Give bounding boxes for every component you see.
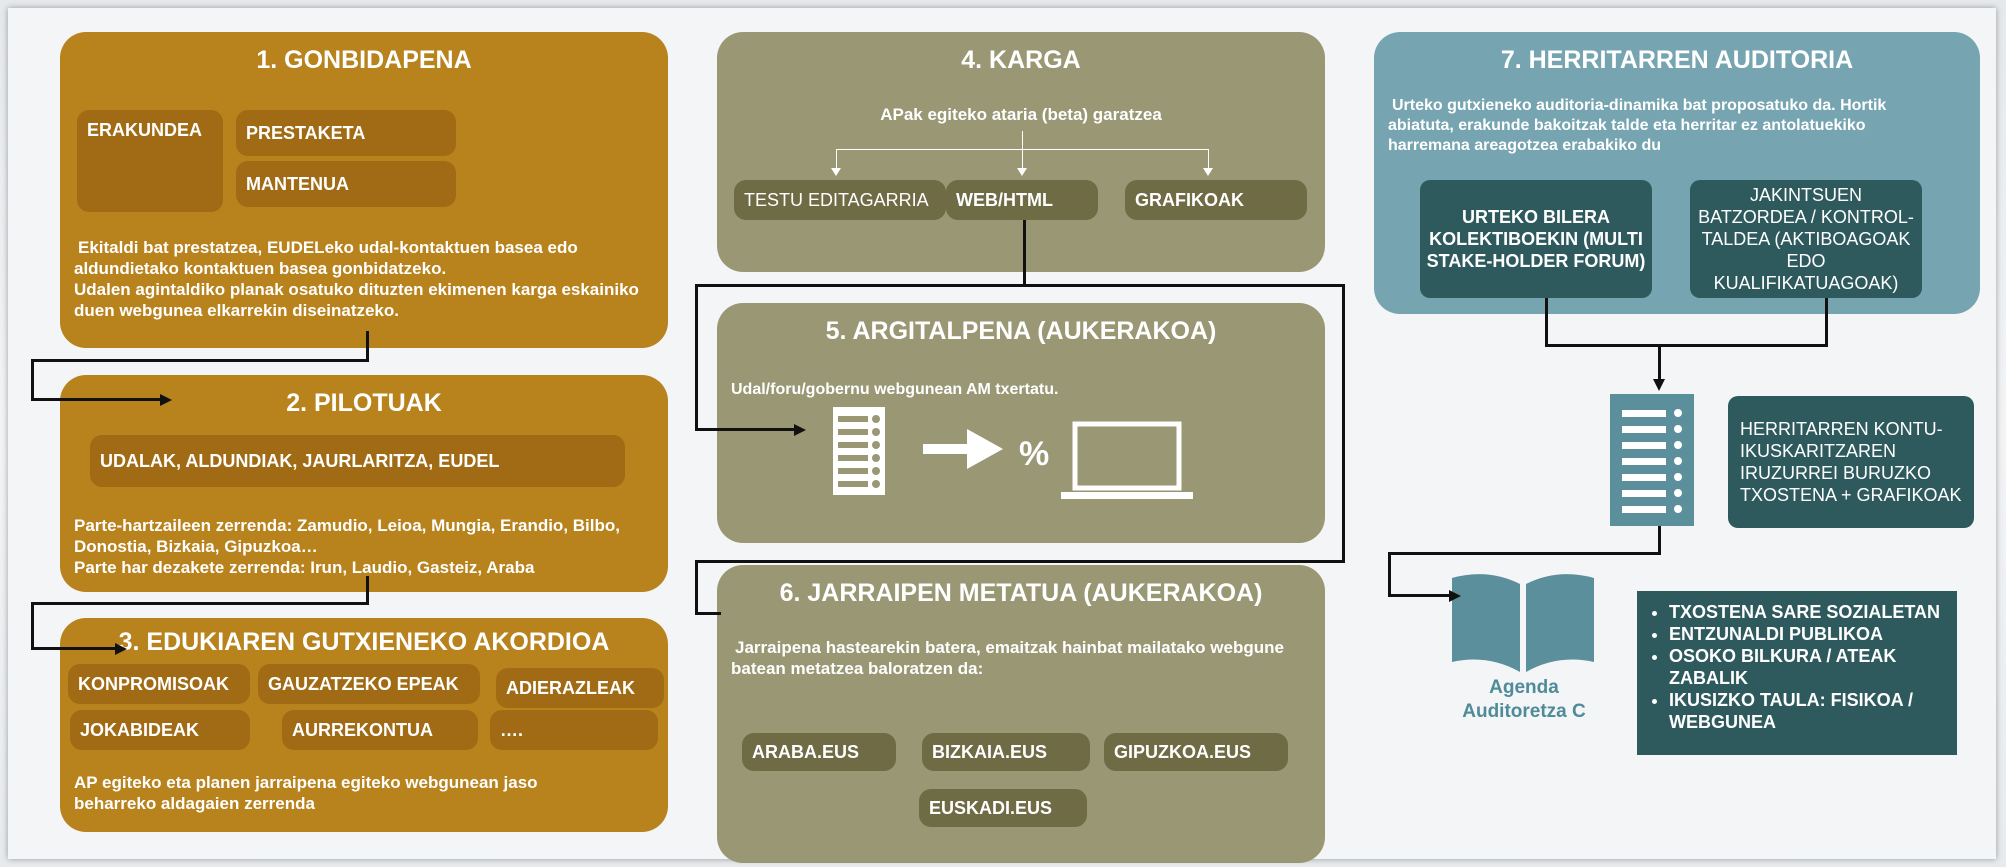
agenda-line-1: Agenda (1489, 677, 1559, 698)
ellipsis-pill: …. (490, 710, 658, 750)
connector-line (1658, 344, 1661, 380)
erakundea-label: ERAKUNDEA (87, 120, 203, 140)
bullet-item: IKUSIZKO TAULA: FISIKOA / WEBGUNEA (1669, 689, 1947, 733)
connector-line (1388, 552, 1661, 555)
grafikoak-pill: GRAFIKOAK (1125, 180, 1307, 220)
jokabideak-pill: JOKABIDEAK (70, 710, 250, 750)
connector-arrowhead (1449, 590, 1461, 602)
checklist-icon (1610, 394, 1694, 526)
jakintsuen-batzordea-box: JAKINTSUEN BATZORDEA / KONTROL-TALDEA (A… (1690, 180, 1922, 298)
connector-line (31, 647, 117, 650)
connector-line (366, 576, 369, 604)
laptop-icon (1061, 421, 1193, 499)
panel-description: Urteko gutxieneko auditoria-dinamika bat… (1388, 97, 1887, 154)
connector-line (366, 331, 369, 361)
connector-line (31, 359, 34, 400)
document-list-icon (833, 407, 885, 495)
connector-line (1388, 594, 1450, 597)
panel-title: 7. HERRITARREN AUDITORIA (1500, 46, 1854, 74)
panel-argitalpena: 5. ARGITALPENA (AUKERAKOA) Udal/foru/gob… (717, 303, 1325, 543)
bullet-item: OSOKO BILKURA / ATEAK ZABALIK (1669, 645, 1947, 689)
aurrekontua-pill: AURREKONTUA (282, 710, 478, 750)
bullet-list: TXOSTENA SARE SOZIALETAN ENTZUNALDI PUBL… (1651, 601, 1947, 733)
site-pill-bizkaia: BIZKAIA.EUS (922, 733, 1090, 771)
connector-line (1545, 298, 1548, 346)
entities-pill: UDALAK, ALDUNDIAK, JAURLARITZA, EUDEL (90, 435, 625, 487)
site-pill-euskadi: EUSKADI.EUS (919, 789, 1087, 827)
connector-arrowhead (1653, 379, 1665, 391)
urteko-bilera-box: URTEKO BILERA KOLEKTIBOEKIN (MULTI STAKE… (1420, 180, 1652, 298)
bullet-item: TXOSTENA SARE SOZIALETAN (1669, 601, 1947, 623)
connector-line (695, 284, 698, 430)
connector-line (31, 602, 369, 605)
bullet-item: ENTZUNALDI PUBLIKOA (1669, 623, 1947, 645)
dissemination-bullets: TXOSTENA SARE SOZIALETAN ENTZUNALDI PUBL… (1637, 591, 1957, 755)
connector-line (1023, 220, 1026, 286)
panel-edukiaren-akordioa: 3. EDUKIAREN GUTXIENEKO AKORDIOA KONPROM… (60, 618, 668, 832)
connector-line (695, 560, 1345, 563)
arrow-right-icon (923, 429, 1003, 469)
connector-line (695, 612, 721, 615)
panel-pilotuak: 2. PILOTUAK UDALAK, ALDUNDIAK, JAURLARIT… (60, 375, 668, 592)
panel-description: AP egiteko eta planen jarraipena egiteko… (74, 773, 538, 813)
report-box: HERRITARREN KONTU-IKUSKARITZAREN IRUZURR… (1728, 396, 1974, 528)
connector-line (1545, 344, 1828, 347)
gauzatzeko-epeak-pill: GAUZATZEKO EPEAK (258, 664, 480, 704)
connector-arrowhead (794, 424, 806, 436)
connector-line (1825, 298, 1828, 346)
panel-title: 1. GONBIDAPENA (256, 46, 472, 74)
panel-herritarren-auditoria: 7. HERRITARREN AUDITORIA Urteko gutxiene… (1374, 32, 1980, 314)
percent-sign: % (1019, 435, 1050, 473)
web-html-pill: WEB/HTML (946, 180, 1098, 220)
agenda-label: Agenda Auditoretza C (1440, 676, 1608, 724)
connector-arrowhead (115, 643, 127, 655)
connector-line (31, 359, 369, 362)
panel-jarraipen-metatua: 6. JARRAIPEN METATUA (AUKERAKOA) Jarraip… (717, 565, 1325, 863)
connector-line (1388, 552, 1391, 596)
open-book-icon (1452, 574, 1594, 672)
panel-description: Udal/foru/gobernu webgunean AM txertatu. (731, 381, 1059, 398)
connector-line (1342, 284, 1345, 562)
testu-editagarria-pill: TESTU EDITAGARRIA (734, 180, 946, 220)
panel-title: 4. KARGA (961, 46, 1081, 74)
connector-arrowhead (160, 394, 172, 406)
connector-line (1658, 526, 1661, 554)
agenda-line-2: Auditoretza C (1462, 701, 1586, 722)
connector-line (695, 284, 1345, 287)
site-pill-gipuzkoa: GIPUZKOA.EUS (1104, 733, 1288, 771)
connector-line (31, 398, 161, 401)
panel-title: 5. ARGITALPENA (AUKERAKOA) (825, 317, 1217, 345)
connector-line (695, 560, 698, 614)
panel-title: 2. PILOTUAK (286, 389, 442, 417)
panel-subtitle: APak egiteko ataria (beta) garatzea (880, 105, 1162, 124)
konpromisoak-pill: KONPROMISOAK (68, 664, 250, 704)
panel-title: 6. JARRAIPEN METATUA (AUKERAKOA) (779, 579, 1263, 607)
connector-line (695, 428, 795, 431)
panel-karga: 4. KARGA APak egiteko ataria (beta) gara… (717, 32, 1325, 272)
site-pill-araba: ARABA.EUS (742, 733, 896, 771)
erakundea-box: ERAKUNDEA (77, 110, 223, 212)
panel-description: Jarraipena hastearekin batera, emaitzak … (731, 638, 1284, 678)
panel-description: Ekitaldi bat prestatzea, EUDELeko udal-k… (74, 238, 639, 320)
panel-title: 3. EDUKIAREN GUTXIENEKO AKORDIOA (118, 628, 610, 656)
panel-gonbidapena: 1. GONBIDAPENA ERAKUNDEA PRESTAKETA MANT… (60, 32, 668, 348)
panel-description: Parte-hartzaileen zerrenda: Zamudio, Lei… (74, 516, 620, 577)
prestaketa-pill: PRESTAKETA (236, 110, 456, 156)
adierazleak-pill: ADIERAZLEAK (496, 668, 664, 708)
mantenua-pill: MANTENUA (236, 161, 456, 207)
connector-line (31, 602, 34, 649)
